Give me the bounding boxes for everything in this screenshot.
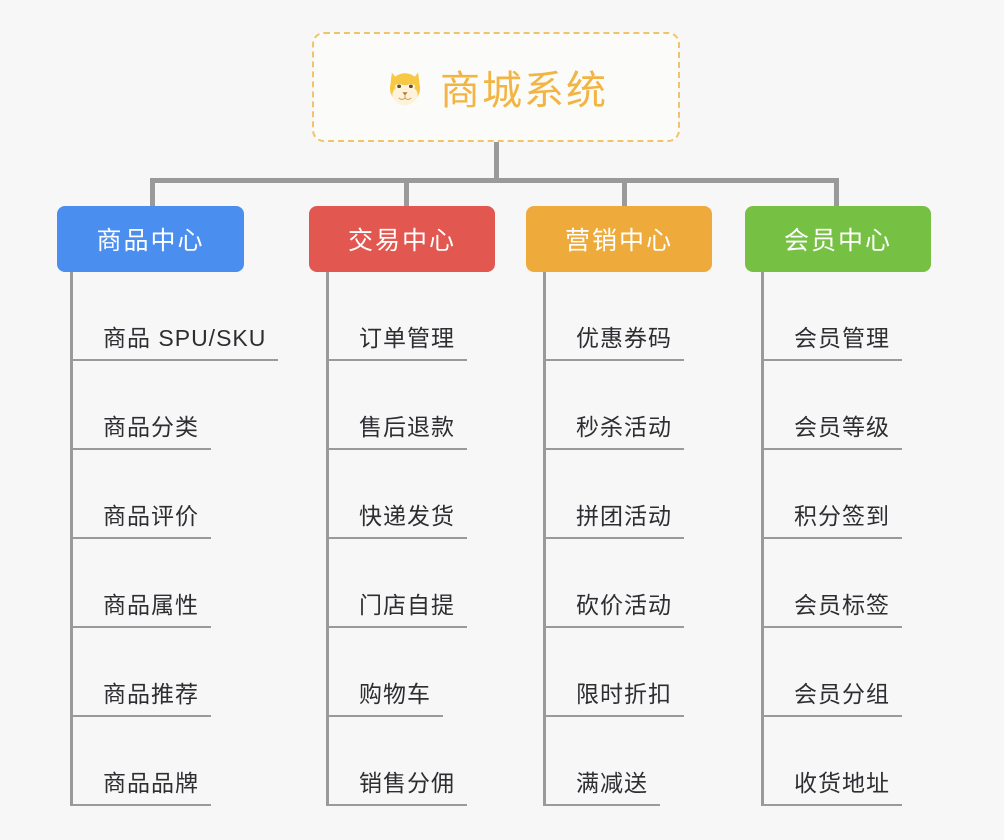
list-item[interactable]: 会员分组 xyxy=(764,628,991,717)
leaf-label: 销售分佣 xyxy=(329,764,467,806)
leaf-label: 订单管理 xyxy=(329,319,467,361)
list-item[interactable]: 订单管理 xyxy=(329,272,556,361)
connector-drop-1 xyxy=(150,178,155,208)
leaf-label: 积分签到 xyxy=(764,497,902,539)
category-label: 会员中心 xyxy=(783,227,892,255)
list-item[interactable]: 会员管理 xyxy=(764,272,991,361)
list-item[interactable]: 满减送 xyxy=(546,717,773,806)
connector-root-stub xyxy=(494,142,499,180)
leaf-label: 售后退款 xyxy=(329,408,467,450)
leaf-label: 拼团活动 xyxy=(546,497,684,539)
connector-drop-2 xyxy=(404,178,409,208)
list-item[interactable]: 快递发货 xyxy=(329,450,556,539)
root-node-shopping-system[interactable]: 商城系统 xyxy=(312,32,680,142)
leaf-label: 优惠券码 xyxy=(546,319,684,361)
list-item[interactable]: 会员标签 xyxy=(764,539,991,628)
category-box-trade-center[interactable]: 交易中心 xyxy=(309,206,495,272)
leaf-column-product-center: 商品 SPU/SKU 商品分类 商品评价 商品属性 商品推荐 商品品牌 xyxy=(70,272,300,806)
leaf-label: 砍价活动 xyxy=(546,586,684,628)
list-item[interactable]: 销售分佣 xyxy=(329,717,556,806)
leaf-label: 会员分组 xyxy=(764,675,902,717)
leaf-label: 商品品牌 xyxy=(73,764,211,806)
category-label: 商品中心 xyxy=(96,227,205,255)
leaf-label: 会员标签 xyxy=(764,586,902,628)
list-item[interactable]: 会员等级 xyxy=(764,361,991,450)
category-label: 交易中心 xyxy=(347,227,456,255)
connector-horizontal-bus xyxy=(150,178,839,183)
leaf-column-member-center: 会员管理 会员等级 积分签到 会员标签 会员分组 收货地址 xyxy=(761,272,991,806)
list-item[interactable]: 购物车 xyxy=(329,628,556,717)
list-item[interactable]: 商品属性 xyxy=(73,539,300,628)
list-item[interactable]: 商品推荐 xyxy=(73,628,300,717)
leaf-label: 会员等级 xyxy=(764,408,902,450)
leaf-label: 满减送 xyxy=(546,764,660,806)
list-item[interactable]: 商品分类 xyxy=(73,361,300,450)
leaf-label: 会员管理 xyxy=(764,319,902,361)
list-item[interactable]: 限时折扣 xyxy=(546,628,773,717)
list-item[interactable]: 拼团活动 xyxy=(546,450,773,539)
list-item[interactable]: 门店自提 xyxy=(329,539,556,628)
category-box-member-center[interactable]: 会员中心 xyxy=(745,206,931,272)
category-label: 营销中心 xyxy=(564,227,673,255)
leaf-label: 商品推荐 xyxy=(73,675,211,717)
leaf-label: 购物车 xyxy=(329,675,443,717)
dog-face-icon xyxy=(384,66,426,108)
leaf-column-marketing-center: 优惠券码 秒杀活动 拼团活动 砍价活动 限时折扣 满减送 xyxy=(543,272,773,806)
connector-drop-3 xyxy=(622,178,627,208)
list-item[interactable]: 商品 SPU/SKU xyxy=(73,272,300,361)
list-item[interactable]: 商品评价 xyxy=(73,450,300,539)
list-item[interactable]: 收货地址 xyxy=(764,717,991,806)
list-item[interactable]: 砍价活动 xyxy=(546,539,773,628)
category-box-product-center[interactable]: 商品中心 xyxy=(57,206,244,272)
leaf-column-trade-center: 订单管理 售后退款 快递发货 门店自提 购物车 销售分佣 xyxy=(326,272,556,806)
leaf-label: 商品属性 xyxy=(73,586,211,628)
leaf-label: 秒杀活动 xyxy=(546,408,684,450)
list-item[interactable]: 商品品牌 xyxy=(73,717,300,806)
root-title: 商城系统 xyxy=(440,69,608,113)
leaf-label: 商品评价 xyxy=(73,497,211,539)
list-item[interactable]: 秒杀活动 xyxy=(546,361,773,450)
list-item[interactable]: 积分签到 xyxy=(764,450,991,539)
leaf-label: 限时折扣 xyxy=(546,675,684,717)
leaf-label: 门店自提 xyxy=(329,586,467,628)
leaf-label: 商品分类 xyxy=(73,408,211,450)
leaf-label: 快递发货 xyxy=(329,497,467,539)
leaf-label: 收货地址 xyxy=(764,764,902,806)
list-item[interactable]: 优惠券码 xyxy=(546,272,773,361)
leaf-label: 商品 SPU/SKU xyxy=(73,319,279,361)
list-item[interactable]: 售后退款 xyxy=(329,361,556,450)
category-box-marketing-center[interactable]: 营销中心 xyxy=(526,206,712,272)
connector-drop-4 xyxy=(834,178,839,208)
